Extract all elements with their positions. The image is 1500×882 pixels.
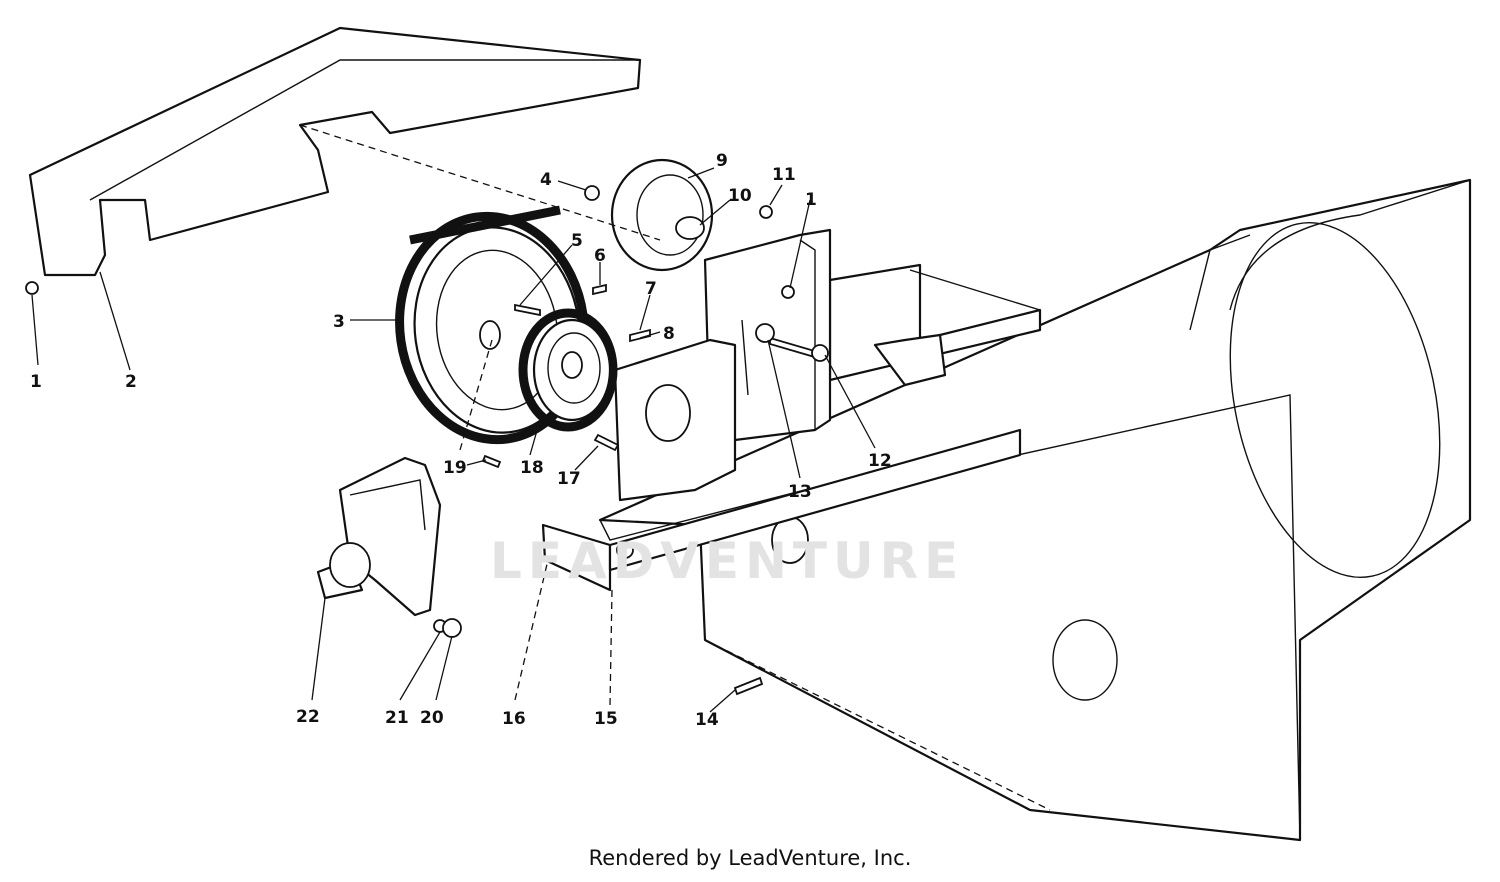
drive-belt <box>409 205 561 245</box>
callout-14: 14 <box>695 710 719 730</box>
callout-labels: 1 2 3 4 5 6 7 8 9 10 11 1 12 13 14 15 16… <box>30 151 892 730</box>
callout-16: 16 <box>502 709 526 729</box>
callout-20: 20 <box>420 708 444 728</box>
callout-19: 19 <box>443 458 467 478</box>
callout-1a: 1 <box>30 372 42 392</box>
idler-pulley <box>610 158 714 272</box>
callout-10: 10 <box>728 186 752 206</box>
credit-text: Rendered by LeadVenture, Inc. <box>588 846 912 870</box>
callout-6: 6 <box>594 246 606 266</box>
callout-18: 18 <box>520 458 544 478</box>
gearbox <box>316 456 442 617</box>
bearing-bracket <box>613 338 737 502</box>
callout-15: 15 <box>594 709 618 729</box>
callout-1b: 1 <box>805 190 817 210</box>
callout-5: 5 <box>571 231 583 251</box>
callout-9: 9 <box>716 151 728 171</box>
watermark-text: LEADVENTURE <box>490 532 965 590</box>
small-pulley <box>518 308 618 432</box>
callout-3: 3 <box>333 312 345 332</box>
drive-shaft-assembly <box>828 263 1042 387</box>
callout-21: 21 <box>385 708 409 728</box>
callout-17: 17 <box>557 469 581 489</box>
callout-7: 7 <box>645 279 657 299</box>
callout-13: 13 <box>788 482 812 502</box>
hardware <box>25 185 829 696</box>
callout-2: 2 <box>125 372 137 392</box>
callout-11: 11 <box>772 165 796 185</box>
flat-bar <box>541 428 1022 592</box>
callout-8: 8 <box>663 324 675 344</box>
callout-4: 4 <box>540 170 552 190</box>
callout-12: 12 <box>868 451 892 471</box>
callout-22: 22 <box>296 707 320 727</box>
belt-guard <box>28 26 642 277</box>
chassis-frame <box>598 178 1472 842</box>
leader-lines <box>31 124 876 713</box>
